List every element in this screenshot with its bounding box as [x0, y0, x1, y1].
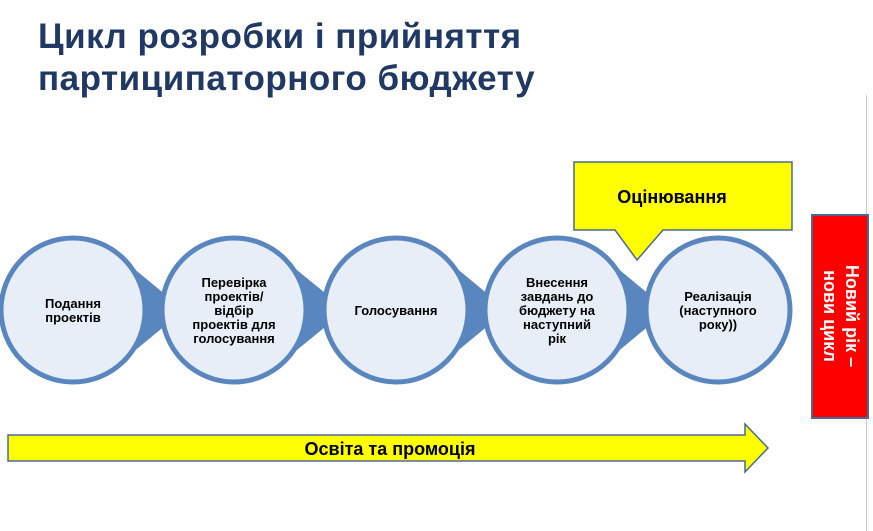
callout-label: Оцінювання	[617, 187, 726, 207]
step-3: Голосування	[321, 235, 471, 385]
evaluation-callout: Оцінювання	[573, 161, 793, 262]
step-circle	[159, 235, 309, 385]
step-label-line: Подання	[45, 296, 101, 311]
new-cycle-rect	[811, 214, 869, 419]
step-label-line: проектів/	[204, 289, 263, 304]
step-label-line: бюджету на	[519, 303, 596, 318]
slide-title: Цикл розробки і прийняття партиципаторно…	[38, 16, 535, 100]
bottom-arrow-label: Освіта та промоція	[305, 439, 476, 459]
step-label-line: завдань до	[521, 289, 594, 304]
new-cycle-line-1: Новий рік –	[842, 265, 862, 367]
step-circle	[643, 235, 793, 385]
step-label-line: проектів	[45, 310, 100, 325]
title-line-2: партиципаторного бюджету	[38, 59, 536, 98]
step-label-line: проектів для	[192, 317, 275, 332]
title-line-1: Цикл розробки і прийняття	[38, 17, 522, 56]
step-label-line: Голосування	[355, 303, 438, 318]
step-circle	[321, 235, 471, 385]
step-label-line: (наступного	[679, 303, 756, 318]
new-cycle-line-2: нови цикл	[820, 270, 840, 362]
step-label-line: рік	[548, 331, 567, 346]
step-label-line: Перевірка	[201, 275, 267, 290]
process-steps: ПоданняпроектівПеревіркапроектів/відбірп…	[0, 235, 793, 385]
step-label-line: наступний	[523, 317, 591, 332]
step-label-line: Внесення	[526, 275, 588, 290]
step-label-line: голосування	[193, 331, 275, 346]
bottom-arrow-shape	[7, 422, 770, 474]
education-promotion-arrow: Освіта та промоція	[7, 422, 770, 474]
step-label-line: відбір	[214, 303, 253, 318]
callout-shape	[573, 161, 793, 262]
new-cycle-box: Новий рік – нови цикл	[811, 214, 869, 419]
step-circle	[482, 235, 632, 385]
step-circle	[0, 235, 148, 385]
step-label-line: Реалізація	[684, 289, 751, 304]
step-label-line: року))	[699, 317, 737, 332]
